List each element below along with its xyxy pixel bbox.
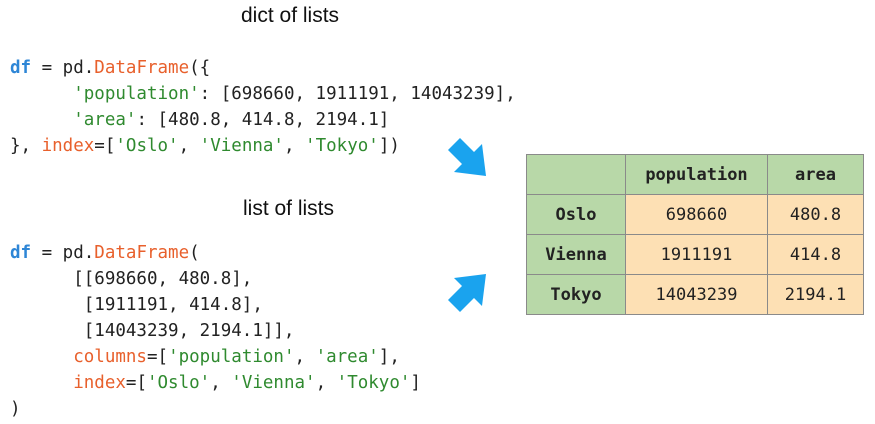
code-token: ) xyxy=(10,399,21,419)
code-token: [1911191, 414.8], xyxy=(10,295,263,315)
code-token xyxy=(10,373,73,393)
list-of-lists-heading: list of lists xyxy=(243,197,335,220)
area-cell: 2194.1 xyxy=(767,274,864,315)
code-token: index xyxy=(41,136,95,156)
code-token: df xyxy=(10,58,32,78)
code-token xyxy=(10,110,73,130)
code-token: , xyxy=(178,136,200,156)
column-header-area: area xyxy=(767,154,864,195)
code-token: index xyxy=(73,373,126,393)
code-token: =[ xyxy=(125,373,147,393)
code-token: ( xyxy=(189,243,200,263)
population-cell: 698660 xyxy=(625,194,768,235)
population-cell: 1911191 xyxy=(625,234,768,275)
table-header-row: population area xyxy=(526,154,864,195)
code-token: [14043239, 2194.1]], xyxy=(10,321,295,341)
code-token: ({ xyxy=(189,58,211,78)
code-token: ]) xyxy=(378,136,400,156)
population-cell: 14043239 xyxy=(625,274,768,315)
code-token: 'area' xyxy=(73,110,137,130)
column-header-population: population xyxy=(625,154,768,195)
code-token: 'Tokyo' xyxy=(336,373,411,393)
code-token: 'area' xyxy=(315,347,379,367)
code-token: = pd. xyxy=(31,243,95,263)
code-token: 'Oslo' xyxy=(115,136,179,156)
arrow-up-right-icon xyxy=(448,274,486,312)
row-index-cell: Oslo xyxy=(526,194,626,235)
code-token: 'population' xyxy=(73,84,200,104)
row-index-cell: Vienna xyxy=(526,234,626,275)
code-token: [[698660, 480.8], xyxy=(10,269,253,289)
code-token: df xyxy=(10,243,32,263)
area-cell: 414.8 xyxy=(767,234,864,275)
table-row: Vienna 1911191 414.8 xyxy=(526,234,864,275)
code-token: 'population' xyxy=(168,347,295,367)
dict-of-lists-code: df = pd.DataFrame({ 'population': [69866… xyxy=(10,55,516,159)
code-token: , xyxy=(210,373,232,393)
code-token: DataFrame xyxy=(94,243,190,263)
list-of-lists-code: df = pd.DataFrame( [[698660, 480.8], [19… xyxy=(10,240,421,422)
table-row: Tokyo 14043239 2194.1 xyxy=(526,274,864,315)
code-token: columns xyxy=(73,347,147,367)
table-corner-cell xyxy=(526,154,626,195)
code-token: , xyxy=(283,136,306,156)
code-token xyxy=(10,347,73,367)
code-token: 'Vienna' xyxy=(231,373,316,393)
code-token: , xyxy=(315,373,337,393)
code-token: , xyxy=(294,347,316,367)
code-token: DataFrame xyxy=(94,58,190,78)
code-token: ], xyxy=(378,347,400,367)
row-index-cell: Tokyo xyxy=(526,274,626,315)
dict-of-lists-heading: dict of lists xyxy=(241,4,340,27)
code-token: 'Vienna' xyxy=(199,136,284,156)
code-token: =[ xyxy=(94,136,116,156)
arrow-down-right-icon xyxy=(448,138,486,176)
code-token: : [480.8, 414.8, 2194.1] xyxy=(136,110,390,130)
code-token: = pd. xyxy=(31,58,95,78)
code-token: =[ xyxy=(146,347,169,367)
code-token: : [698660, 1911191, 14043239], xyxy=(199,84,516,104)
code-token: 'Tokyo' xyxy=(305,136,379,156)
code-token: ] xyxy=(410,373,421,393)
table-row: Oslo 698660 480.8 xyxy=(526,194,864,235)
dataframe-table: population area Oslo 698660 480.8 Vienna… xyxy=(526,154,864,315)
code-token xyxy=(10,84,73,104)
code-token: }, xyxy=(10,136,42,156)
area-cell: 480.8 xyxy=(767,194,864,235)
code-token: 'Oslo' xyxy=(146,373,211,393)
